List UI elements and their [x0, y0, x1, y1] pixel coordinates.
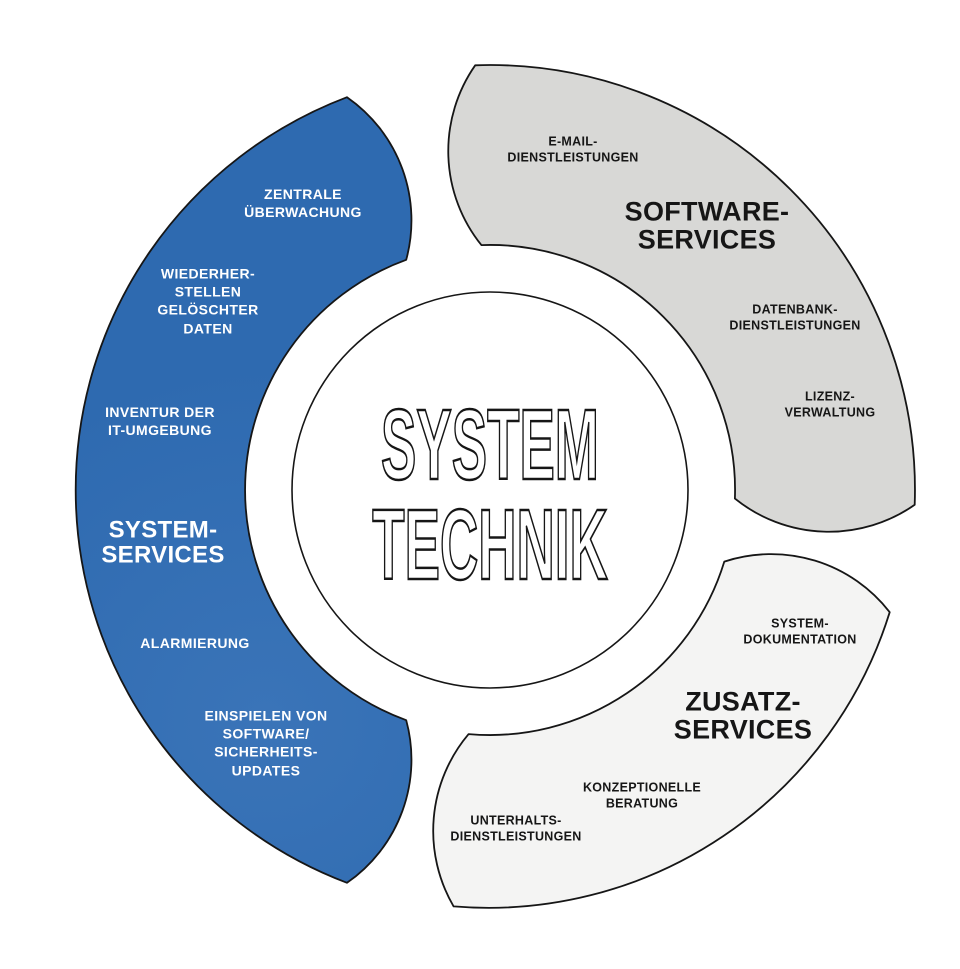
software-services-arc	[447, 64, 916, 533]
system-services-arc	[74, 96, 413, 884]
zusatz-services-arc	[432, 553, 891, 909]
center-title-line2: TECHNIK	[372, 489, 608, 600]
center-title-line1: SYSTEM	[381, 389, 599, 500]
center-circle	[291, 291, 689, 689]
